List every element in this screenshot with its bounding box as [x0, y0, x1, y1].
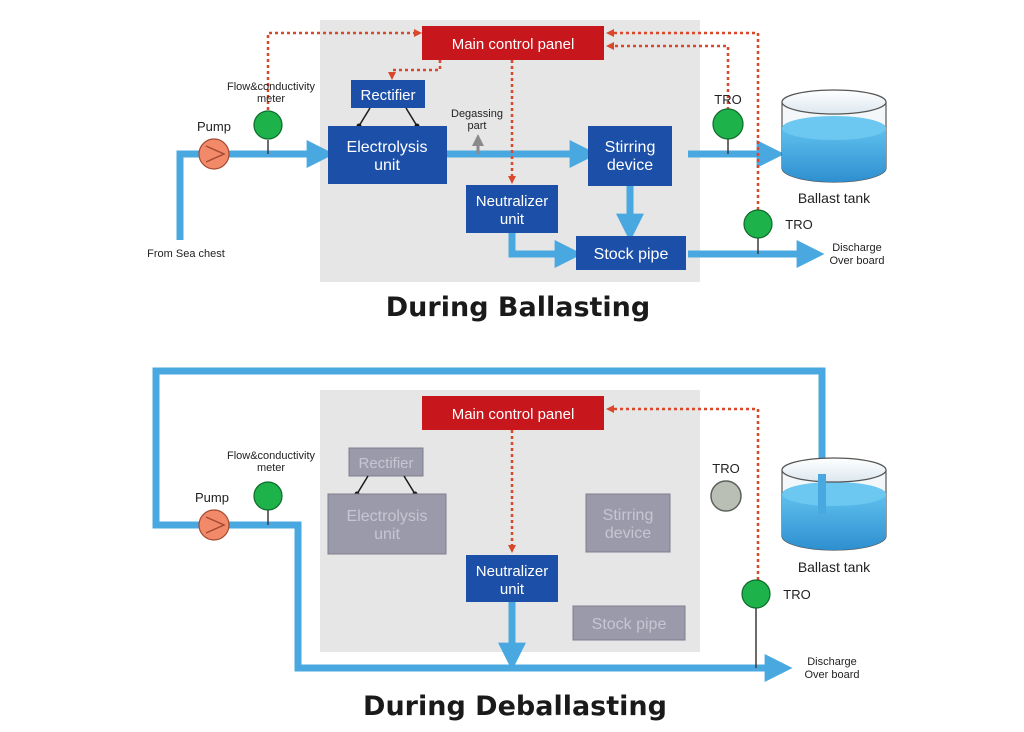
signal-tro-bottom-to-panel [606, 29, 760, 210]
rectifier-box [351, 80, 425, 108]
electrolysis-unit-label-2: unit [374, 526, 400, 543]
tro-sensor-bottom-icon [743, 209, 773, 239]
flow-meter-label-2: meter [257, 462, 285, 474]
electrolysis-unit-label: Electrolysis [347, 508, 428, 525]
stock-pipe-label: Stock pipe [592, 616, 667, 633]
main-control-panel-label: Main control panel [452, 406, 575, 423]
tro-bottom-label: TRO [783, 587, 810, 602]
tro-bottom-label: TRO [785, 217, 812, 232]
electrolysis-unit-box-inactive [327, 493, 447, 555]
tank-suction-pipe [152, 367, 826, 682]
neutralizer-unit-box [466, 185, 558, 233]
stock-pipe-box-inactive [572, 605, 686, 641]
control-signal-lines [508, 405, 760, 580]
stirring-device-label-2: device [605, 525, 651, 542]
pump-label: Pump [195, 490, 229, 505]
seawater-pipes [152, 367, 826, 682]
electrolysis-unit-box [328, 126, 447, 184]
from-sea-chest-label: From Sea chest [147, 248, 225, 260]
tro-top-label: TRO [712, 461, 739, 476]
tro-sensor-top-icon [712, 108, 744, 140]
signal-panel-to-rectifier [388, 60, 442, 80]
stock-pipe-box [576, 236, 686, 270]
neutralizer-unit-box [466, 555, 558, 602]
stirring-device-box [588, 126, 672, 186]
pump-icon [198, 138, 230, 170]
discharge-label-2: Over board [829, 255, 884, 267]
rectifier-connection [356, 475, 416, 495]
stirring-device-label: Stirring [605, 139, 656, 156]
tro-sensor-bottom-icon [741, 579, 771, 609]
main-control-panel-box [422, 26, 604, 60]
rectifier-label: Rectifier [358, 455, 413, 472]
electrolysis-unit-label-2: unit [374, 157, 400, 174]
stock-pipe-label: Stock pipe [594, 246, 669, 263]
ballast-tank-label: Ballast tank [798, 559, 871, 575]
electrolysis-unit-label: Electrolysis [347, 139, 428, 156]
discharge-label: Discharge [832, 242, 882, 254]
flow-meter-label-2: meter [257, 93, 285, 105]
ballasting-diagram: Degassing part Main control panel Rectif… [147, 20, 887, 323]
stirring-device-label-2: device [607, 157, 653, 174]
neutralizer-unit-label: Neutralizer [476, 193, 549, 210]
flow-meter-label: Flow&conductivity [227, 450, 316, 462]
main-control-panel-label: Main control panel [452, 36, 575, 53]
signal-tro-to-panel [606, 405, 760, 580]
neutralizer-unit-label-2: unit [500, 211, 525, 228]
tro-sensor-top-inactive-icon [710, 480, 742, 512]
main-control-panel-box [422, 396, 604, 430]
signal-flow-meter-to-panel [266, 29, 422, 110]
rectifier-box-inactive [348, 447, 424, 477]
pump-label: Pump [197, 119, 231, 134]
discharge-label: Discharge [807, 656, 857, 668]
flow-conductivity-meter-icon [253, 110, 283, 140]
deballasting-title: During Deballasting [363, 691, 667, 722]
discharge-label-2: Over board [804, 669, 859, 681]
intake-pipe [176, 140, 335, 240]
neutralizer-unit-label-2: unit [500, 581, 525, 598]
neutralizer-to-stock-pipe [508, 233, 583, 268]
tro-top-label: TRO [714, 92, 741, 107]
degassing-label: Degassing [451, 108, 503, 120]
flow-meter-label: Flow&conductivity [227, 81, 316, 93]
ballast-tank-label: Ballast tank [798, 190, 871, 206]
degassing-label-2: part [468, 120, 487, 132]
deballasting-diagram: Main control panel Rectifier Electrolysi… [152, 367, 887, 722]
control-signal-lines [266, 29, 760, 210]
rectifier-connection [358, 107, 418, 127]
stirring-device-label: Stirring [603, 507, 654, 524]
neutralizer-unit-label: Neutralizer [476, 563, 549, 580]
ballast-tank-icon [781, 89, 887, 183]
rectifier-label: Rectifier [360, 87, 415, 104]
ballasting-title: During Ballasting [386, 292, 650, 323]
flow-conductivity-meter-icon [253, 481, 283, 511]
ballast-tank-icon [781, 457, 887, 551]
seawater-pipes [176, 140, 825, 268]
pump-icon [198, 509, 230, 541]
stirring-device-box-inactive [585, 493, 671, 553]
